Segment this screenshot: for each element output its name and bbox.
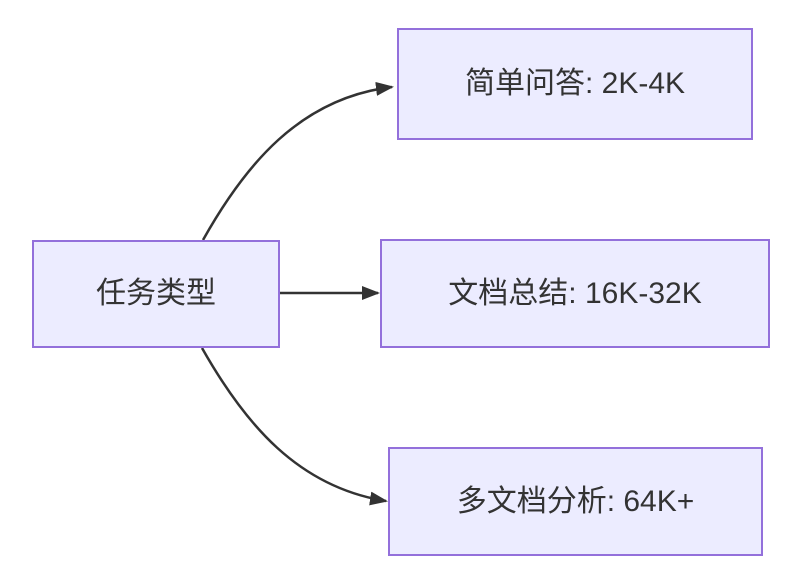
node-task-type-label: 任务类型	[96, 277, 216, 310]
node-simple-qa-label: 简单问答: 2K-4K	[464, 67, 686, 100]
edge-task-to-simple-qa	[201, 81, 394, 241]
node-multi-doc-label: 多文档分析: 64K+	[456, 484, 695, 518]
node-simple-qa: 简单问答: 2K-4K	[397, 28, 753, 140]
node-multi-doc: 多文档分析: 64K+	[388, 447, 763, 556]
node-doc-summary-label: 文档总结: 16K-32K	[448, 276, 702, 310]
edge-task-to-multi-doc	[200, 347, 388, 506]
node-task-type: 任务类型	[32, 240, 280, 348]
node-doc-summary: 文档总结: 16K-32K	[380, 239, 770, 348]
